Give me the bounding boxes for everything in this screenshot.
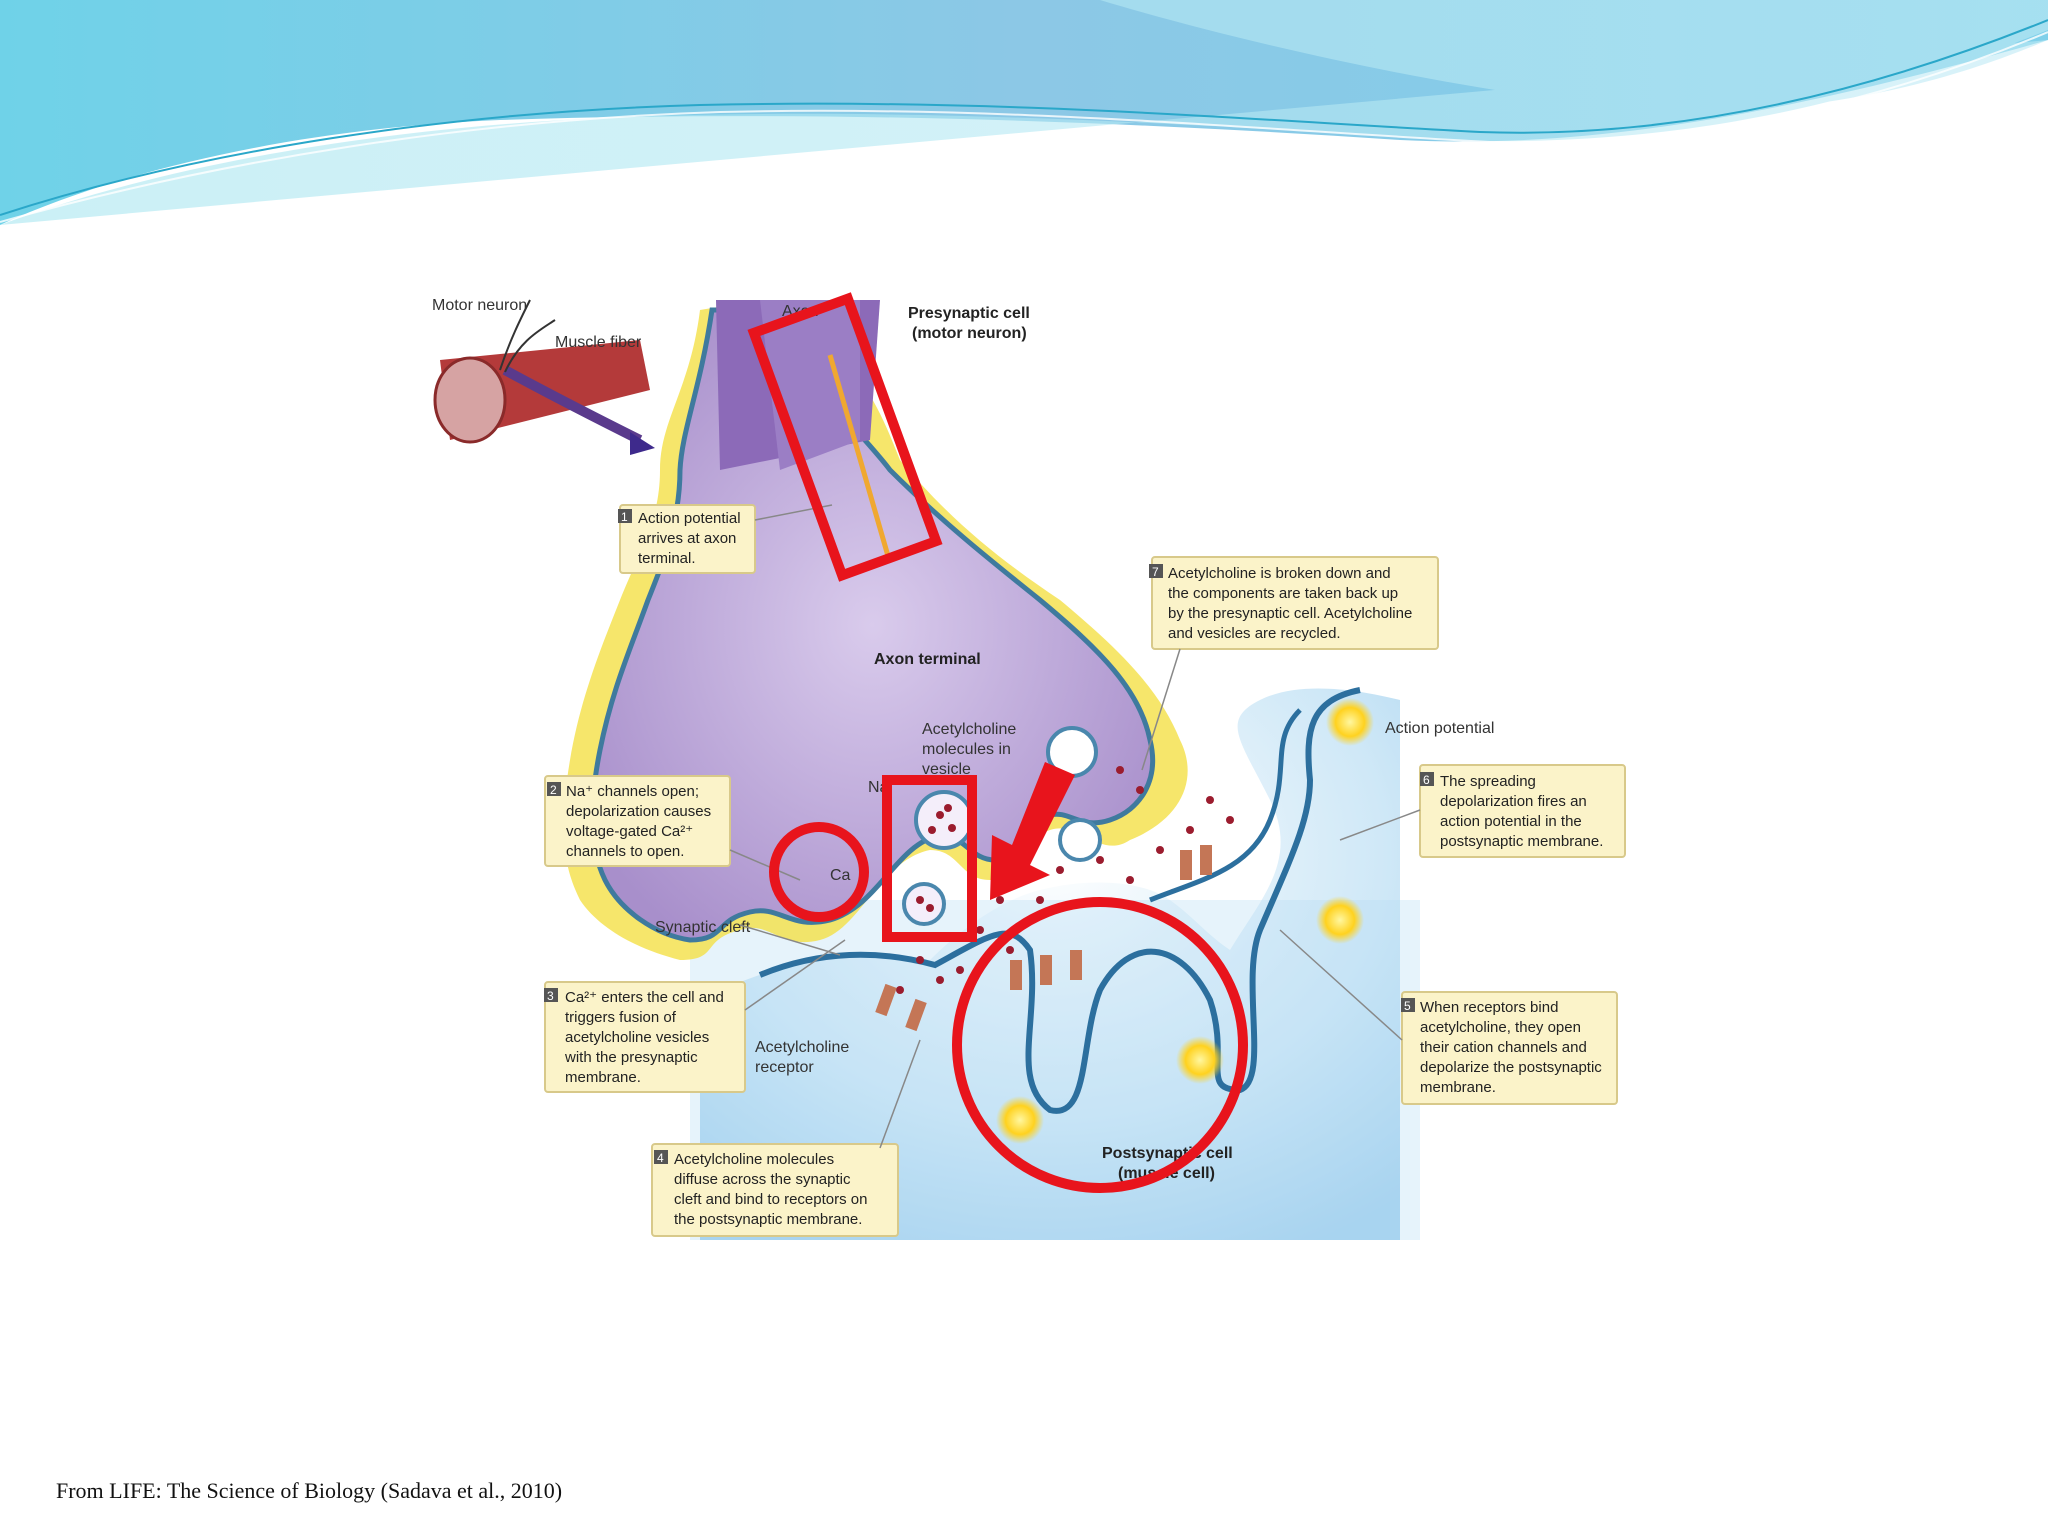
step-note-5: 5 When receptors bind acetylcholine, the… — [1401, 991, 1618, 1105]
label-postsynaptic-cell: Postsynaptic cell — [1102, 1145, 1233, 1162]
step-line: cleft and bind to receptors on — [674, 1191, 867, 1208]
step-line: by the presynaptic cell. Acetylcholine — [1168, 605, 1412, 622]
label-motor-neuron: Motor neuron — [432, 297, 527, 314]
label-synaptic-cleft: Synaptic cleft — [655, 919, 751, 936]
step-number: 5 — [1404, 999, 1411, 1013]
step-note-3: 3 Ca²⁺ enters the cell and triggers fusi… — [544, 981, 746, 1093]
step-line: channels to open. — [566, 843, 684, 860]
step-line: with the presynaptic — [564, 1049, 698, 1066]
header-wave-decoration — [0, 0, 2048, 225]
step-line: the postsynaptic membrane. — [674, 1211, 862, 1228]
step-note-6: 6 The spreading depolarization fires an … — [1419, 764, 1626, 858]
step-line: triggers fusion of — [565, 1009, 677, 1026]
step-number: 6 — [1423, 773, 1430, 787]
step-line: action potential in the — [1440, 813, 1582, 830]
step-line: acetylcholine vesicles — [565, 1029, 709, 1046]
step-line: terminal. — [638, 550, 696, 567]
step-number: 3 — [547, 989, 554, 1003]
highlight-arrow-icon — [990, 762, 1075, 900]
step-line: Acetylcholine is broken down and — [1168, 565, 1391, 582]
action-potential-line — [827, 354, 891, 557]
vesicle — [914, 790, 974, 850]
highlight-ca-circle — [769, 822, 869, 922]
step-line: voltage-gated Ca²⁺ — [566, 823, 693, 840]
step-line: Acetylcholine molecules — [674, 1151, 834, 1168]
step-line: When receptors bind — [1420, 999, 1558, 1016]
step-number: 4 — [657, 1151, 664, 1165]
label-ach-vesicle-2: molecules in — [922, 741, 1011, 758]
vesicle — [902, 882, 946, 926]
action-potential-sparks — [996, 698, 1374, 1144]
step-line: the components are taken back up — [1168, 585, 1398, 602]
step-note-1: 1 Action potential arrives at axon termi… — [618, 504, 756, 574]
step-line: membrane. — [565, 1069, 641, 1086]
label-presynaptic-cell: Presynaptic cell — [908, 305, 1030, 322]
source-citation: From LIFE: The Science of Biology (Sadav… — [56, 1478, 563, 1503]
step-line: depolarization fires an — [1440, 793, 1587, 810]
step-number: 2 — [550, 783, 557, 797]
step-line: Ca²⁺ enters the cell and — [565, 989, 724, 1006]
neuromuscular-junction-diagram: Motor neuron Muscle fiber Axon Presynapt… — [432, 297, 1626, 1240]
label-ach-receptor-2: receptor — [755, 1059, 814, 1076]
inset-muscle-fiber — [433, 299, 655, 455]
highlight-postsynaptic-circle — [952, 897, 1248, 1193]
label-ca: Ca — [830, 867, 851, 884]
vesicle — [1058, 818, 1102, 862]
step-number: 7 — [1152, 565, 1159, 579]
step-line: and vesicles are recycled. — [1168, 625, 1341, 642]
step-line: postsynaptic membrane. — [1440, 833, 1603, 850]
step-line: The spreading — [1440, 773, 1536, 790]
label-ach-vesicle-3: vesicle — [922, 761, 971, 778]
highlight-axon-box — [747, 292, 943, 582]
step-line: diffuse across the synaptic — [674, 1171, 851, 1188]
step-line: arrives at axon — [638, 530, 736, 547]
step-line: membrane. — [1420, 1079, 1496, 1096]
step-note-4: 4 Acetylcholine molecules diffuse across… — [651, 1143, 899, 1237]
postsynaptic-membrane — [758, 687, 1361, 1114]
label-ach-vesicle-1: Acetylcholine — [922, 721, 1016, 738]
step-note-2: 2 Na⁺ channels open; depolarization caus… — [544, 775, 731, 867]
step-line: Action potential — [638, 510, 741, 527]
muscle-membrane-fold — [1149, 708, 1302, 903]
step-line: their cation channels and — [1420, 1039, 1587, 1056]
acetylcholine-receptors — [875, 845, 1212, 1032]
label-action-potential: Action potential — [1385, 720, 1494, 737]
step-number: 1 — [621, 510, 628, 524]
label-ach-receptor-1: Acetylcholine — [755, 1039, 849, 1056]
label-muscle-fiber: Muscle fiber — [555, 334, 642, 351]
label-presynaptic-motor-neuron: (motor neuron) — [912, 325, 1027, 342]
label-axon-terminal: Axon terminal — [874, 651, 981, 668]
highlight-vesicle-box — [882, 775, 977, 942]
step-line: depolarization causes — [566, 803, 711, 820]
step-line: depolarize the postsynaptic — [1420, 1059, 1602, 1076]
step-line: acetylcholine, they open — [1420, 1019, 1581, 1036]
highlight-annotations — [747, 292, 1248, 1193]
step-note-7: 7 Acetylcholine is broken down and the c… — [1149, 556, 1439, 650]
step-line: Na⁺ channels open; — [566, 783, 699, 800]
